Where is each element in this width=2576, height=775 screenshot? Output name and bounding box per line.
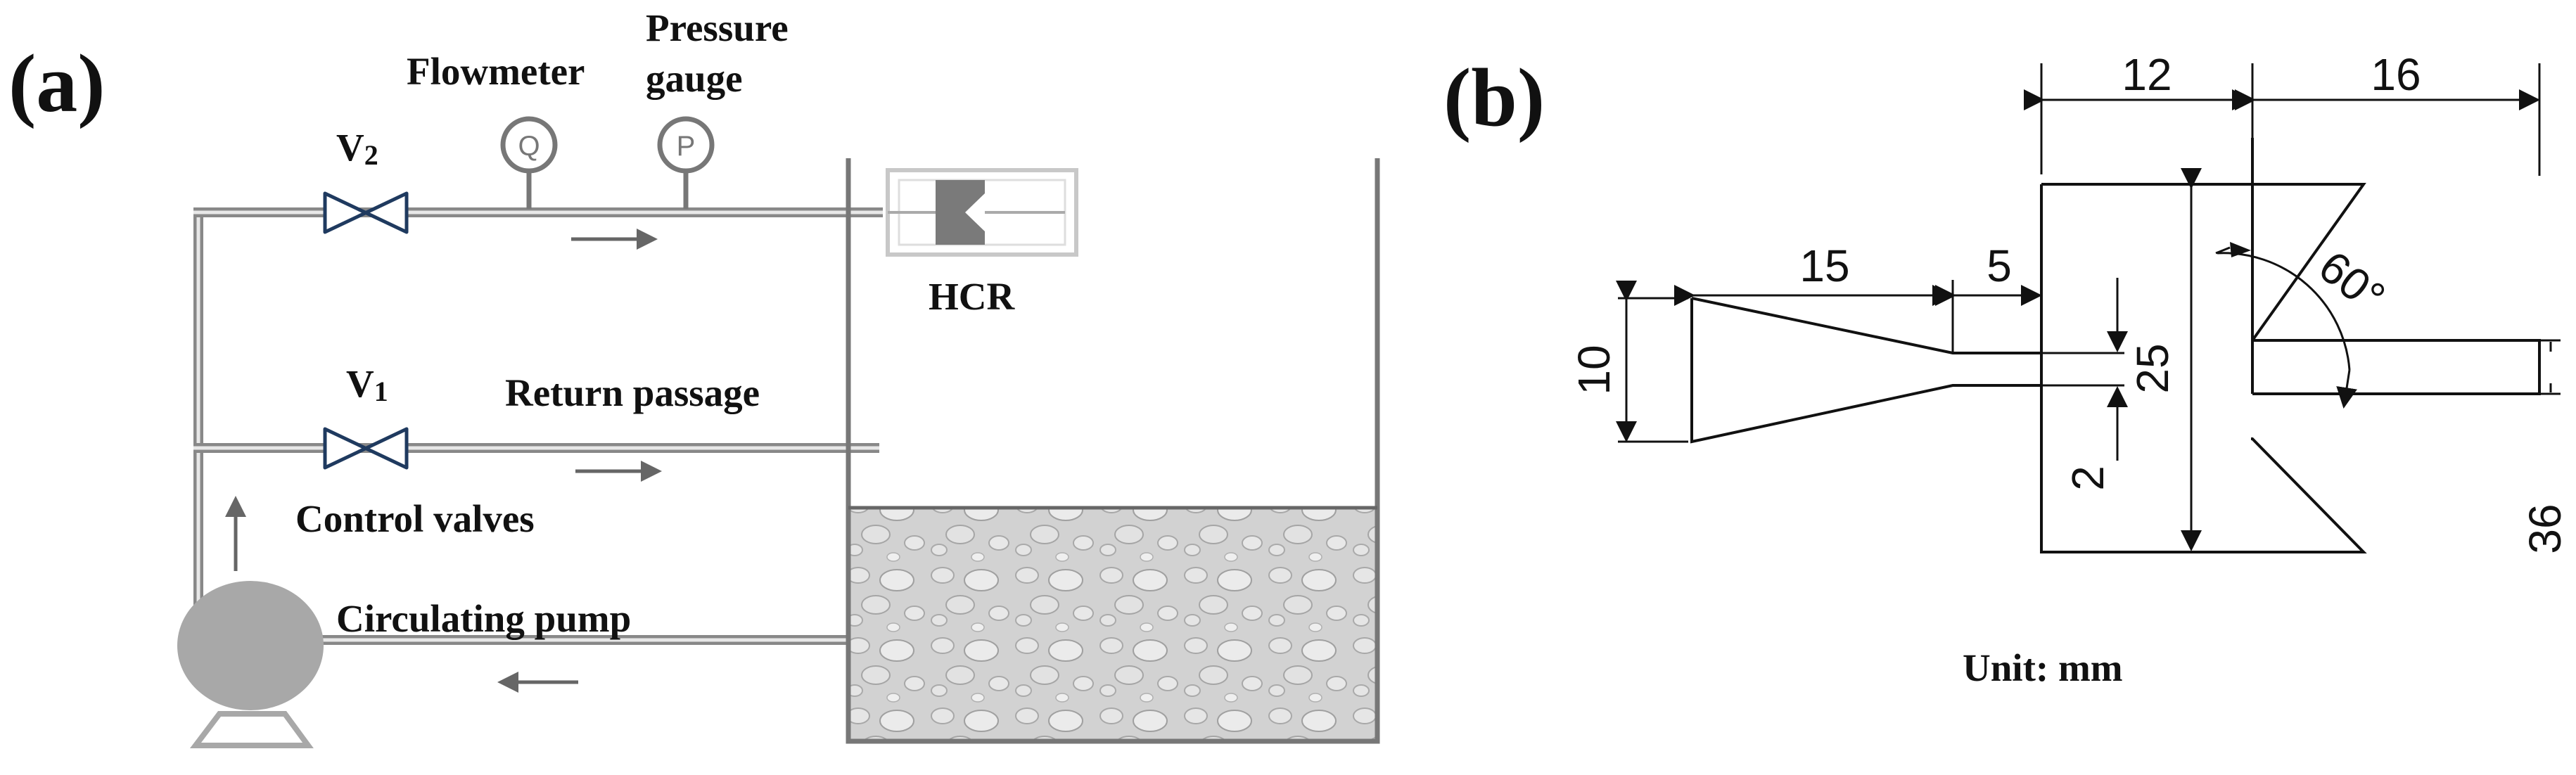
dim-outlet: [2541, 339, 2561, 395]
piping: [193, 207, 883, 645]
panel-b-label: (b): [1443, 51, 1545, 143]
flowmeter-label: Flowmeter: [407, 50, 585, 93]
water: [848, 508, 1377, 741]
pressure-label-line2: gauge: [646, 57, 743, 100]
hcr-icon: [886, 168, 1078, 257]
dim-10: 10: [1569, 345, 1619, 395]
dim-inlet-height: [1616, 281, 1688, 443]
flowmeter-symbol: Q: [518, 131, 540, 162]
orifice-geometry: [1690, 138, 2541, 553]
unit-label: Unit: mm: [1963, 646, 2123, 689]
flowmeter-icon: Q: [500, 116, 558, 209]
dim-2: 2: [2062, 466, 2113, 491]
panel-a-label: (a): [8, 37, 106, 129]
valve-v2-label: V2: [336, 126, 378, 171]
dim-5: 5: [1987, 241, 2012, 291]
dim-25: 25: [2127, 343, 2178, 393]
pump-icon: [177, 581, 324, 748]
flow-arrows: [225, 229, 662, 693]
return-passage-label: Return passage: [505, 371, 760, 414]
valve-v1-label: V1: [346, 362, 388, 407]
dim-12: 12: [2122, 49, 2172, 100]
valve-v1-icon: [323, 427, 409, 470]
pressure-label-line1: Pressure: [646, 6, 789, 49]
dim-throat: [2043, 278, 2128, 461]
dim-inlet: [1674, 280, 2042, 352]
dim-top: [2024, 63, 2541, 176]
tank: [846, 158, 1380, 744]
dim-angle: [2215, 242, 2357, 409]
dim-15: 15: [1799, 241, 1849, 291]
dim-36: 36: [2520, 504, 2570, 553]
dim-angle-60: 60°: [2309, 241, 2395, 323]
panel-a: (a) V2: [8, 6, 1380, 748]
pressure-symbol: P: [677, 131, 696, 162]
control-valves-label: Control valves: [295, 497, 535, 540]
pressure-gauge-icon: P: [657, 116, 715, 209]
dim-16: 16: [2371, 49, 2421, 100]
circulating-pump-label: Circulating pump: [336, 597, 631, 640]
panel-b: (b) 12 16 15: [1443, 49, 2570, 689]
valve-v2-icon: [323, 191, 409, 234]
hcr-label: HCR: [929, 275, 1016, 318]
